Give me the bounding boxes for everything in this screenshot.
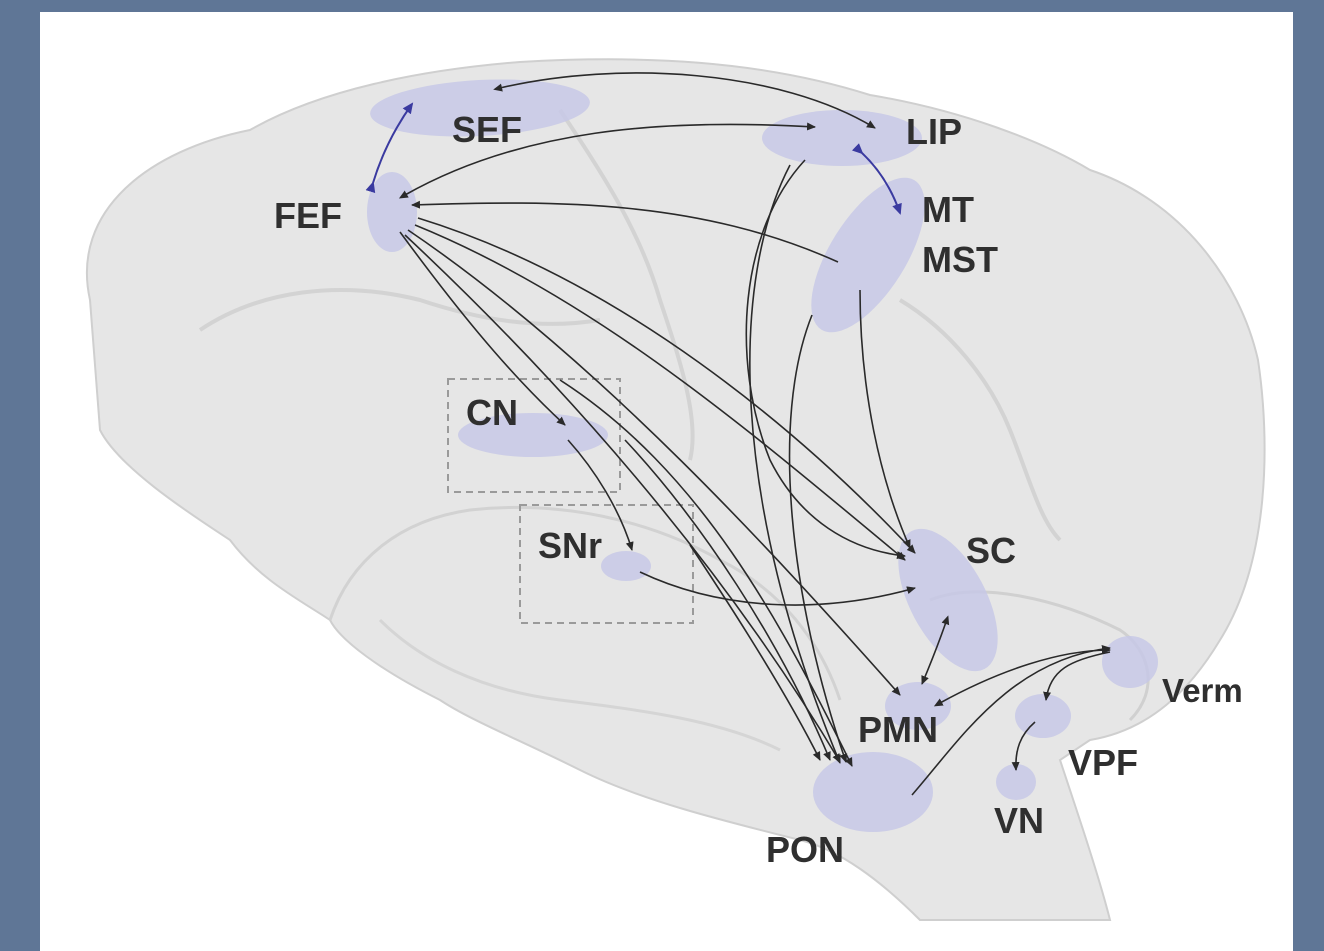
label-sc: SC [966, 530, 1016, 571]
region-lip [762, 110, 922, 166]
label-lip: LIP [906, 111, 962, 152]
label-verm: Verm [1162, 672, 1243, 709]
label-fef: FEF [274, 195, 342, 236]
label-vn: VN [994, 800, 1044, 841]
label-snr: SNr [538, 525, 602, 566]
region-vpf [1015, 694, 1071, 738]
label-mst: MST [922, 239, 998, 280]
label-pon: PON [766, 829, 844, 870]
label-vpf: VPF [1068, 742, 1138, 783]
brain-outline [87, 59, 1265, 920]
label-cn: CN [466, 392, 518, 433]
label-pmn: PMN [858, 709, 938, 750]
region-snr [601, 551, 651, 581]
label-sef: SEF [452, 109, 522, 150]
region-verm [1102, 636, 1158, 688]
label-mt: MT [922, 189, 974, 230]
